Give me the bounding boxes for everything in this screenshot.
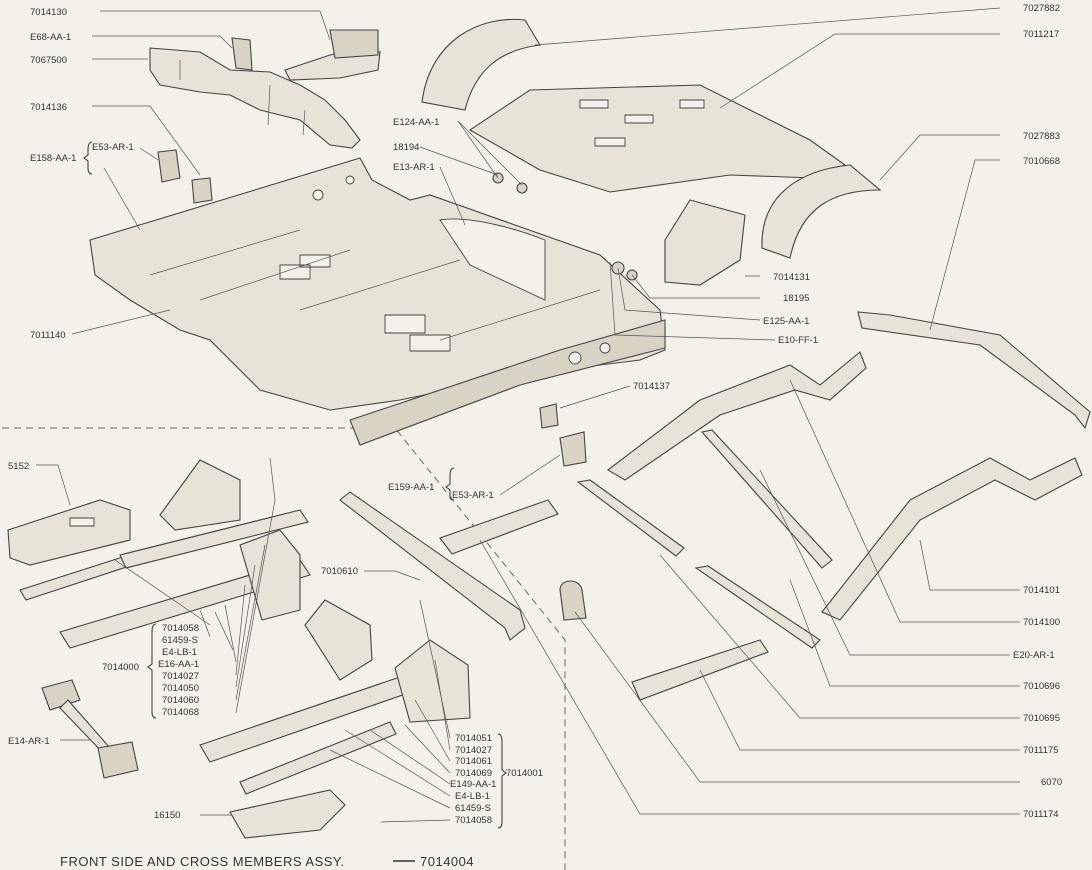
label-7014131: 7014131	[773, 272, 810, 283]
label-e4-lb-1-a: E4-LB-1	[162, 647, 197, 658]
label-7011174: 7011174	[1023, 809, 1059, 820]
part-7014130-bracket	[284, 29, 381, 81]
part-7014101-longitudinal	[821, 457, 1083, 621]
label-e53-ar-1-a: E53-AR-1	[92, 142, 134, 153]
label-7014027-b: 7014027	[455, 745, 492, 756]
label-7014137: 7014137	[633, 381, 670, 392]
label-e159-aa-1: E159-AA-1	[388, 482, 434, 493]
label-7014100: 7014100	[1023, 617, 1060, 628]
label-61459-s-b: 61459-S	[455, 803, 491, 814]
label-18194: 18194	[393, 142, 419, 153]
label-e149-aa-1: E149-AA-1	[450, 779, 496, 790]
label-e158-aa-1: E158-AA-1	[30, 153, 76, 164]
label-7010610: 7010610	[321, 566, 358, 577]
part-7014136-bracket	[191, 177, 213, 204]
part-7014131-bracket	[664, 199, 746, 286]
part-7014137-clips	[539, 403, 587, 467]
label-e68-aa-1: E68-AA-1	[30, 32, 71, 43]
label-7011140: 7011140	[30, 330, 66, 341]
label-7010668: 7010668	[1023, 156, 1060, 167]
label-e16-aa-1: E16-AA-1	[158, 659, 199, 670]
label-e14-ar-1: E14-AR-1	[8, 736, 50, 747]
label-7014068: 7014068	[162, 707, 199, 718]
label-e53-ar-1-b: E53-AR-1	[452, 490, 494, 501]
part-16150-plate	[229, 789, 346, 839]
label-e13-ar-1: E13-AR-1	[393, 162, 435, 173]
label-7014051: 7014051	[455, 733, 492, 744]
label-5152: 5152	[8, 461, 29, 472]
label-61459-s-a: 61459-S	[162, 635, 198, 646]
label-7014060: 7014060	[162, 695, 199, 706]
label-7011175: 7011175	[1023, 745, 1059, 756]
label-e125-aa-1: E125-AA-1	[763, 316, 809, 327]
label-7014050: 7014050	[162, 683, 199, 694]
label-7010695: 7010695	[1023, 713, 1060, 724]
label-7014101: 7014101	[1023, 585, 1060, 596]
part-5152-bracket	[7, 499, 131, 566]
part-7067500-crossmember	[149, 47, 361, 149]
part-7010610-crossmember	[339, 491, 526, 641]
label-7014136: 7014136	[30, 102, 67, 113]
part-7027882-wheel-arch	[421, 18, 541, 111]
part-6070-bracket	[559, 580, 587, 621]
part-e68-bracket	[231, 37, 253, 71]
part-7010695-member	[576, 479, 685, 557]
label-7014001: 7014001	[506, 768, 543, 779]
label-7010696: 7010696	[1023, 681, 1060, 692]
part-inset-panel-middle	[304, 599, 373, 681]
label-e20-ar-1: E20-AR-1	[1013, 650, 1055, 661]
part-e14-jack	[41, 679, 139, 779]
caption-number: 7014004	[420, 854, 474, 869]
part-7011217-rear-floor	[468, 84, 847, 193]
label-7014069: 7014069	[455, 768, 492, 779]
label-e4-lb-1-b: E4-LB-1	[455, 791, 490, 802]
part-7011175-member	[694, 565, 821, 649]
part-front-crossmember	[439, 499, 559, 555]
part-7011140-floor-pan	[89, 157, 666, 446]
part-inset-gusset-right	[394, 639, 471, 723]
label-7014058-a: 7014058	[162, 623, 199, 634]
part-7020696-member	[700, 429, 833, 569]
part-inset-gusset	[159, 459, 241, 531]
group-brackets	[83, 141, 507, 829]
label-7027883: 7027883	[1023, 131, 1060, 142]
part-clip-e53	[157, 149, 181, 183]
label-7014000: 7014000	[102, 662, 139, 673]
label-7027882: 7027882	[1023, 3, 1060, 14]
part-labels: 7014130 E68-AA-1 7067500 7014136 E53-AR-…	[8, 3, 1062, 826]
part-inset-panel-left	[239, 529, 301, 621]
label-7011217: 7011217	[1023, 29, 1059, 40]
label-7014058-b: 7014058	[455, 815, 492, 826]
caption-title: FRONT SIDE AND CROSS MEMBERS ASSY.	[60, 854, 345, 869]
part-7010668-side-rail	[857, 311, 1091, 430]
label-16150: 16150	[154, 810, 180, 821]
label-e124-aa-1: E124-AA-1	[393, 117, 439, 128]
label-7067500: 7067500	[30, 55, 67, 66]
part-7014100-longitudinal	[607, 351, 867, 481]
label-6070: 6070	[1041, 777, 1062, 788]
label-e10-ff-1: E10-FF-1	[778, 335, 818, 346]
label-7014130: 7014130	[30, 7, 67, 18]
label-7014027-a: 7014027	[162, 671, 199, 682]
label-18195: 18195	[783, 293, 809, 304]
leader-lines	[36, 7, 1020, 823]
part-inset-strips	[19, 509, 461, 795]
part-7027883-wheel-arch	[761, 164, 882, 259]
label-7014061: 7014061	[455, 756, 492, 767]
